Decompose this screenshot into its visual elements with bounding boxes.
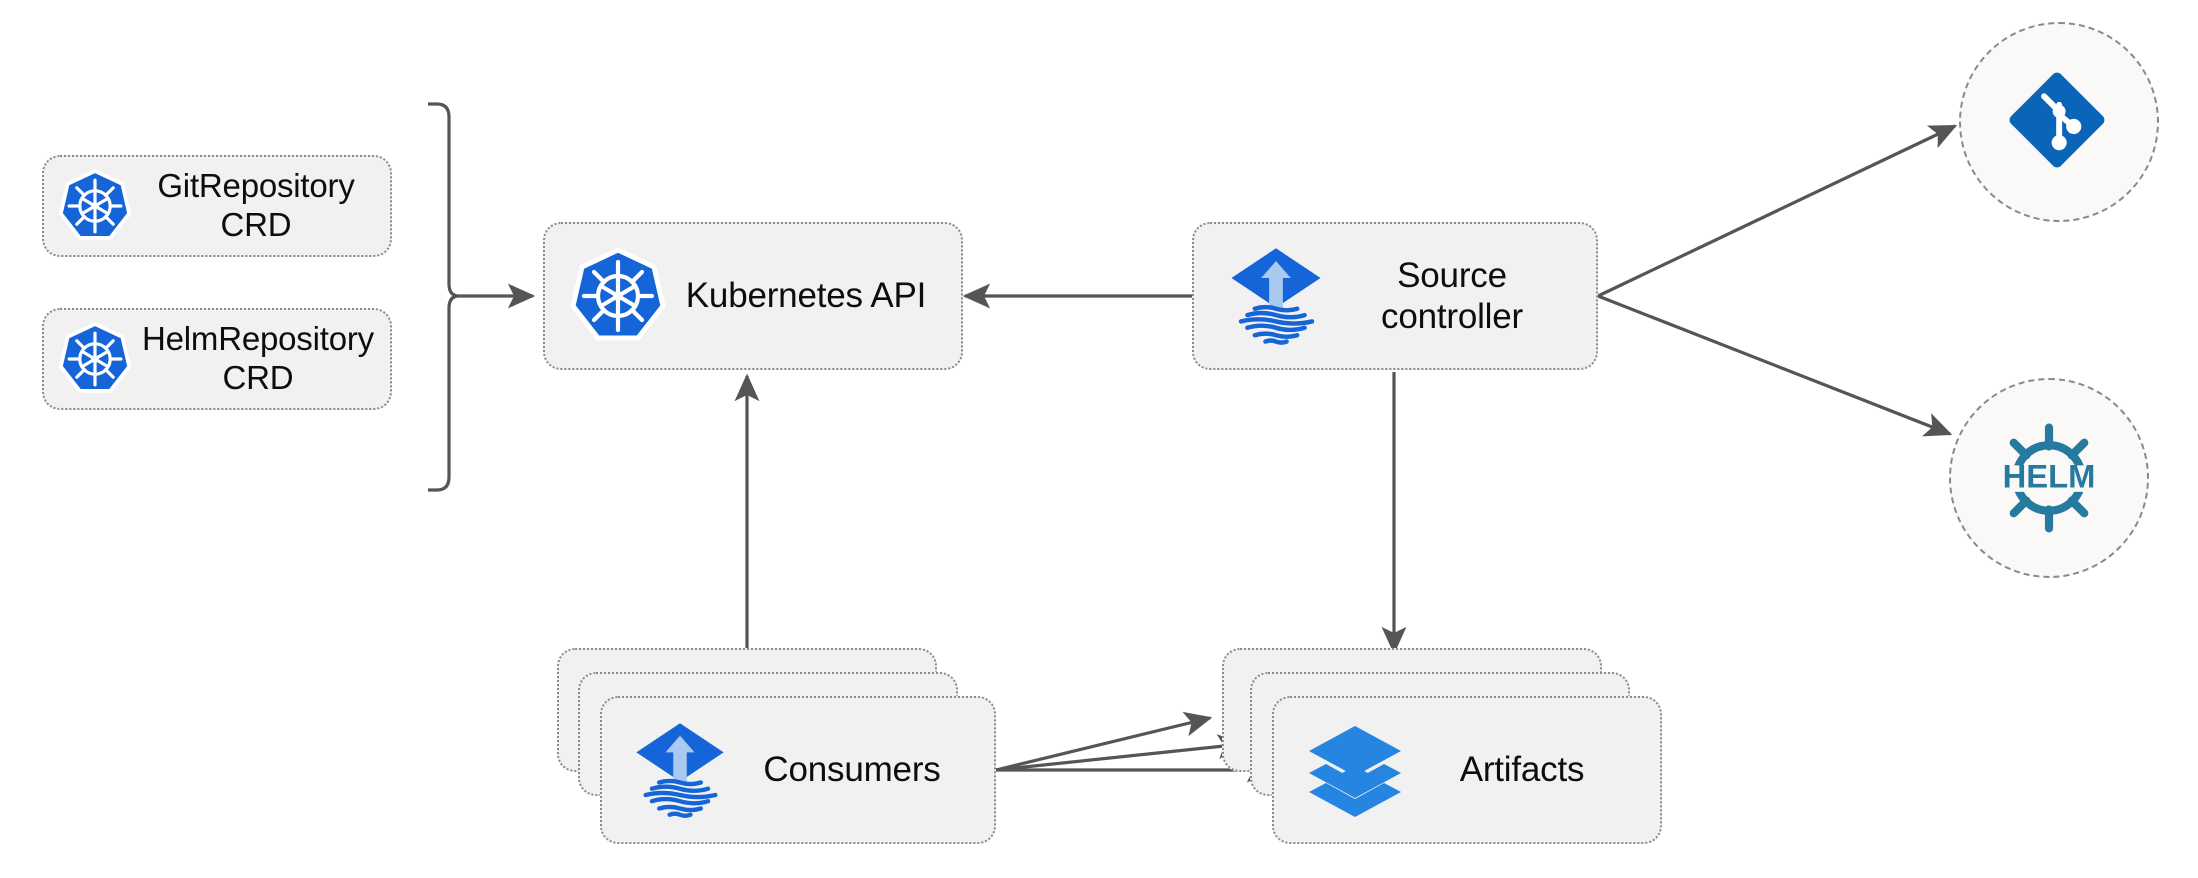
node-helmrepository-crd[interactable]: HelmRepository CRD bbox=[42, 308, 392, 410]
node-consumers[interactable]: Consumers bbox=[600, 696, 996, 844]
node-artifacts[interactable]: Artifacts bbox=[1272, 696, 1662, 844]
git-icon bbox=[2003, 66, 2115, 178]
node-label: Artifacts bbox=[1459, 750, 1585, 790]
edge-consumers-to-artifacts-2 bbox=[995, 734, 1246, 772]
node-label: Source controller bbox=[1381, 255, 1523, 336]
node-kubernetes-api[interactable]: Kubernetes API bbox=[543, 222, 963, 370]
flux-icon bbox=[624, 714, 736, 826]
flux-icon bbox=[1218, 238, 1334, 354]
node-label: Consumers bbox=[763, 750, 941, 790]
layers-icon bbox=[1300, 715, 1410, 825]
node-label: GitRepository CRD bbox=[157, 167, 355, 243]
node-source-controller[interactable]: Source controller bbox=[1192, 222, 1598, 370]
helm-icon: HELM bbox=[1986, 415, 2112, 541]
edge-source-controller-to-helm bbox=[1597, 294, 1953, 437]
node-label: Kubernetes API bbox=[685, 276, 927, 316]
edge-consumers-to-artifacts-1 bbox=[995, 711, 1213, 772]
kubernetes-icon bbox=[52, 316, 138, 402]
crd-group-brace bbox=[428, 102, 460, 492]
node-gitrepository-crd[interactable]: GitRepository CRD bbox=[42, 155, 392, 257]
edge-source-controller-to-git bbox=[1597, 124, 1958, 298]
kubernetes-icon bbox=[52, 163, 138, 249]
node-helm-repository[interactable]: HELM bbox=[1949, 378, 2149, 578]
kubernetes-icon bbox=[563, 241, 673, 351]
node-git-repository[interactable] bbox=[1959, 22, 2159, 222]
node-label: HelmRepository CRD bbox=[142, 320, 374, 396]
helm-wordmark: HELM bbox=[2003, 457, 2096, 494]
